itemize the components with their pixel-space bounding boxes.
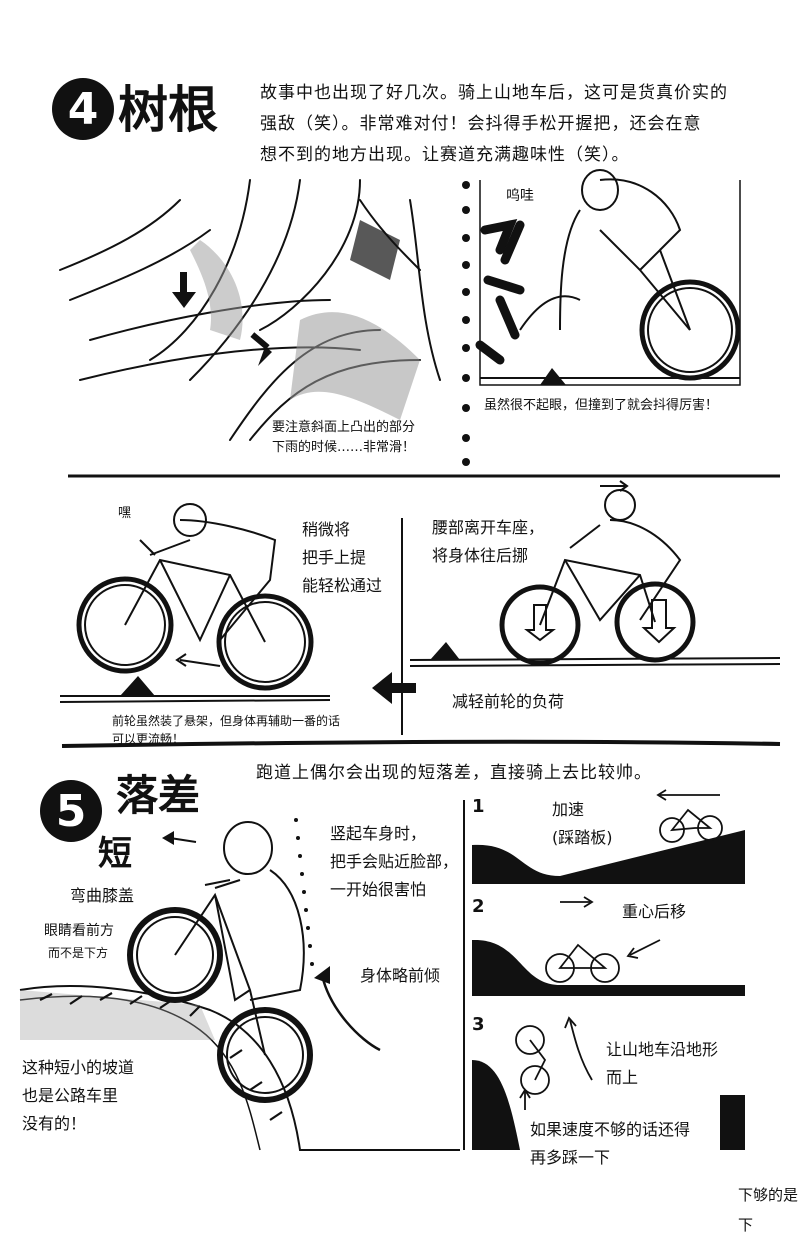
caption-line: 让山地车沿地形 xyxy=(606,1040,719,1059)
eyes-label: 眼睛看前方 而不是下方 xyxy=(44,920,114,964)
caption-line: 加速 xyxy=(552,800,585,819)
section-4-badge: 4 xyxy=(52,78,114,140)
suspension-note: 前轮虽然装了悬架，但身体再辅助一番的话 可以更流畅！ xyxy=(112,712,340,748)
caption-line: 一开始很害怕 xyxy=(330,880,427,899)
section-4-intro: 故事中也出现了好几次。骑上山地车后，这可是货真价实的 强敌（笑）。非常难对付！会… xyxy=(260,78,728,171)
caption-line: 没有的！ xyxy=(22,1114,87,1133)
lean-forward-label: 身体略前倾 xyxy=(360,966,441,985)
intro-line: 强敌（笑）。非常难对付！会抖得手松开握把，还会在意 xyxy=(260,114,702,134)
caption-line: 这种短小的坡道 xyxy=(22,1058,135,1077)
caption-line: 可以更流畅！ xyxy=(112,732,185,746)
caption-line: 再多踩一下 xyxy=(530,1148,611,1167)
lift-sfx: 嘿 xyxy=(118,506,132,521)
road-note: 这种短小的坡道 也是公路车里 没有的！ xyxy=(22,1054,134,1138)
caption-line: 把手会贴近脸部， xyxy=(330,852,459,871)
knees-label: 弯曲膝盖 xyxy=(70,886,135,905)
caption-line: 稍微将 xyxy=(302,520,351,539)
caption-line: 前轮虽然装了悬架，但身体再辅助一番的话 xyxy=(112,714,341,728)
section-5-badge: 5 xyxy=(40,780,102,842)
caption-line: 腰部离开车座， xyxy=(432,518,545,537)
caption-line: 而不是下方 xyxy=(48,946,109,960)
caption-line: 如果速度不够的话还得 xyxy=(530,1120,691,1139)
upright-note: 竖起车身时， 把手会贴近脸部， 一开始很害怕 xyxy=(330,820,458,904)
lean-caption: 腰部离开车座， 将身体往后挪 xyxy=(432,514,544,570)
caption-line: 能轻松通过 xyxy=(302,576,383,595)
caption-line: 要注意斜面上凸出的部分 xyxy=(272,420,416,435)
caption-line: 眼睛看前方 xyxy=(44,923,114,939)
caption-line: 下雨的时候……非常滑！ xyxy=(272,440,416,455)
step-3-label: 让山地车沿地形 而上 xyxy=(606,1036,718,1092)
tree-caption: 要注意斜面上凸出的部分 下雨的时候……非常滑！ xyxy=(272,418,415,458)
caption-line: 也是公路车里 xyxy=(22,1086,119,1105)
step-1-number: 1 xyxy=(472,796,485,817)
intro-line: 想不到的地方出现。让赛道充满趣味性（笑）。 xyxy=(260,145,630,165)
sfx-bump: 咔嘭 xyxy=(484,218,524,306)
speed-note: 如果速度不够的话还得 再多踩一下 xyxy=(530,1116,690,1172)
caption-line: 将身体往后挪 xyxy=(432,546,529,565)
lighten-caption: 减轻前轮的负荷 xyxy=(452,692,565,711)
sfx-wow: 呜哇 xyxy=(506,188,534,204)
bump-caption: 虽然很不起眼，但撞到了就会抖得厉害！ xyxy=(484,398,719,413)
step-2-label: 重心后移 xyxy=(622,902,687,921)
step-2-number: 2 xyxy=(472,896,485,917)
caption-line: 而上 xyxy=(606,1068,639,1087)
caption-line: 把手上提 xyxy=(302,548,367,567)
lift-caption: 稍微将 把手上提 能轻松通过 xyxy=(302,516,382,600)
footer-fragment: 下够的是 下 xyxy=(738,1180,800,1240)
caption-line: (踩踏板) xyxy=(552,828,613,847)
caption-line: 竖起车身时， xyxy=(330,824,427,843)
section-5-title-small: 短 xyxy=(98,834,132,874)
caption-line: 下够的是 xyxy=(738,1186,799,1204)
section-5-intro: 跑道上偶尔会出现的短落差，直接骑上去比较帅。 xyxy=(256,763,652,783)
section-5-title: 落差 xyxy=(116,771,201,820)
step-1-label: 加速 (踩踏板) xyxy=(552,796,613,852)
intro-line: 故事中也出现了好几次。骑上山地车后，这可是货真价实的 xyxy=(260,83,728,103)
step-3-number: 3 xyxy=(472,1014,485,1035)
caption-line: 下 xyxy=(738,1216,754,1234)
section-4-title: 树根 xyxy=(118,81,218,139)
